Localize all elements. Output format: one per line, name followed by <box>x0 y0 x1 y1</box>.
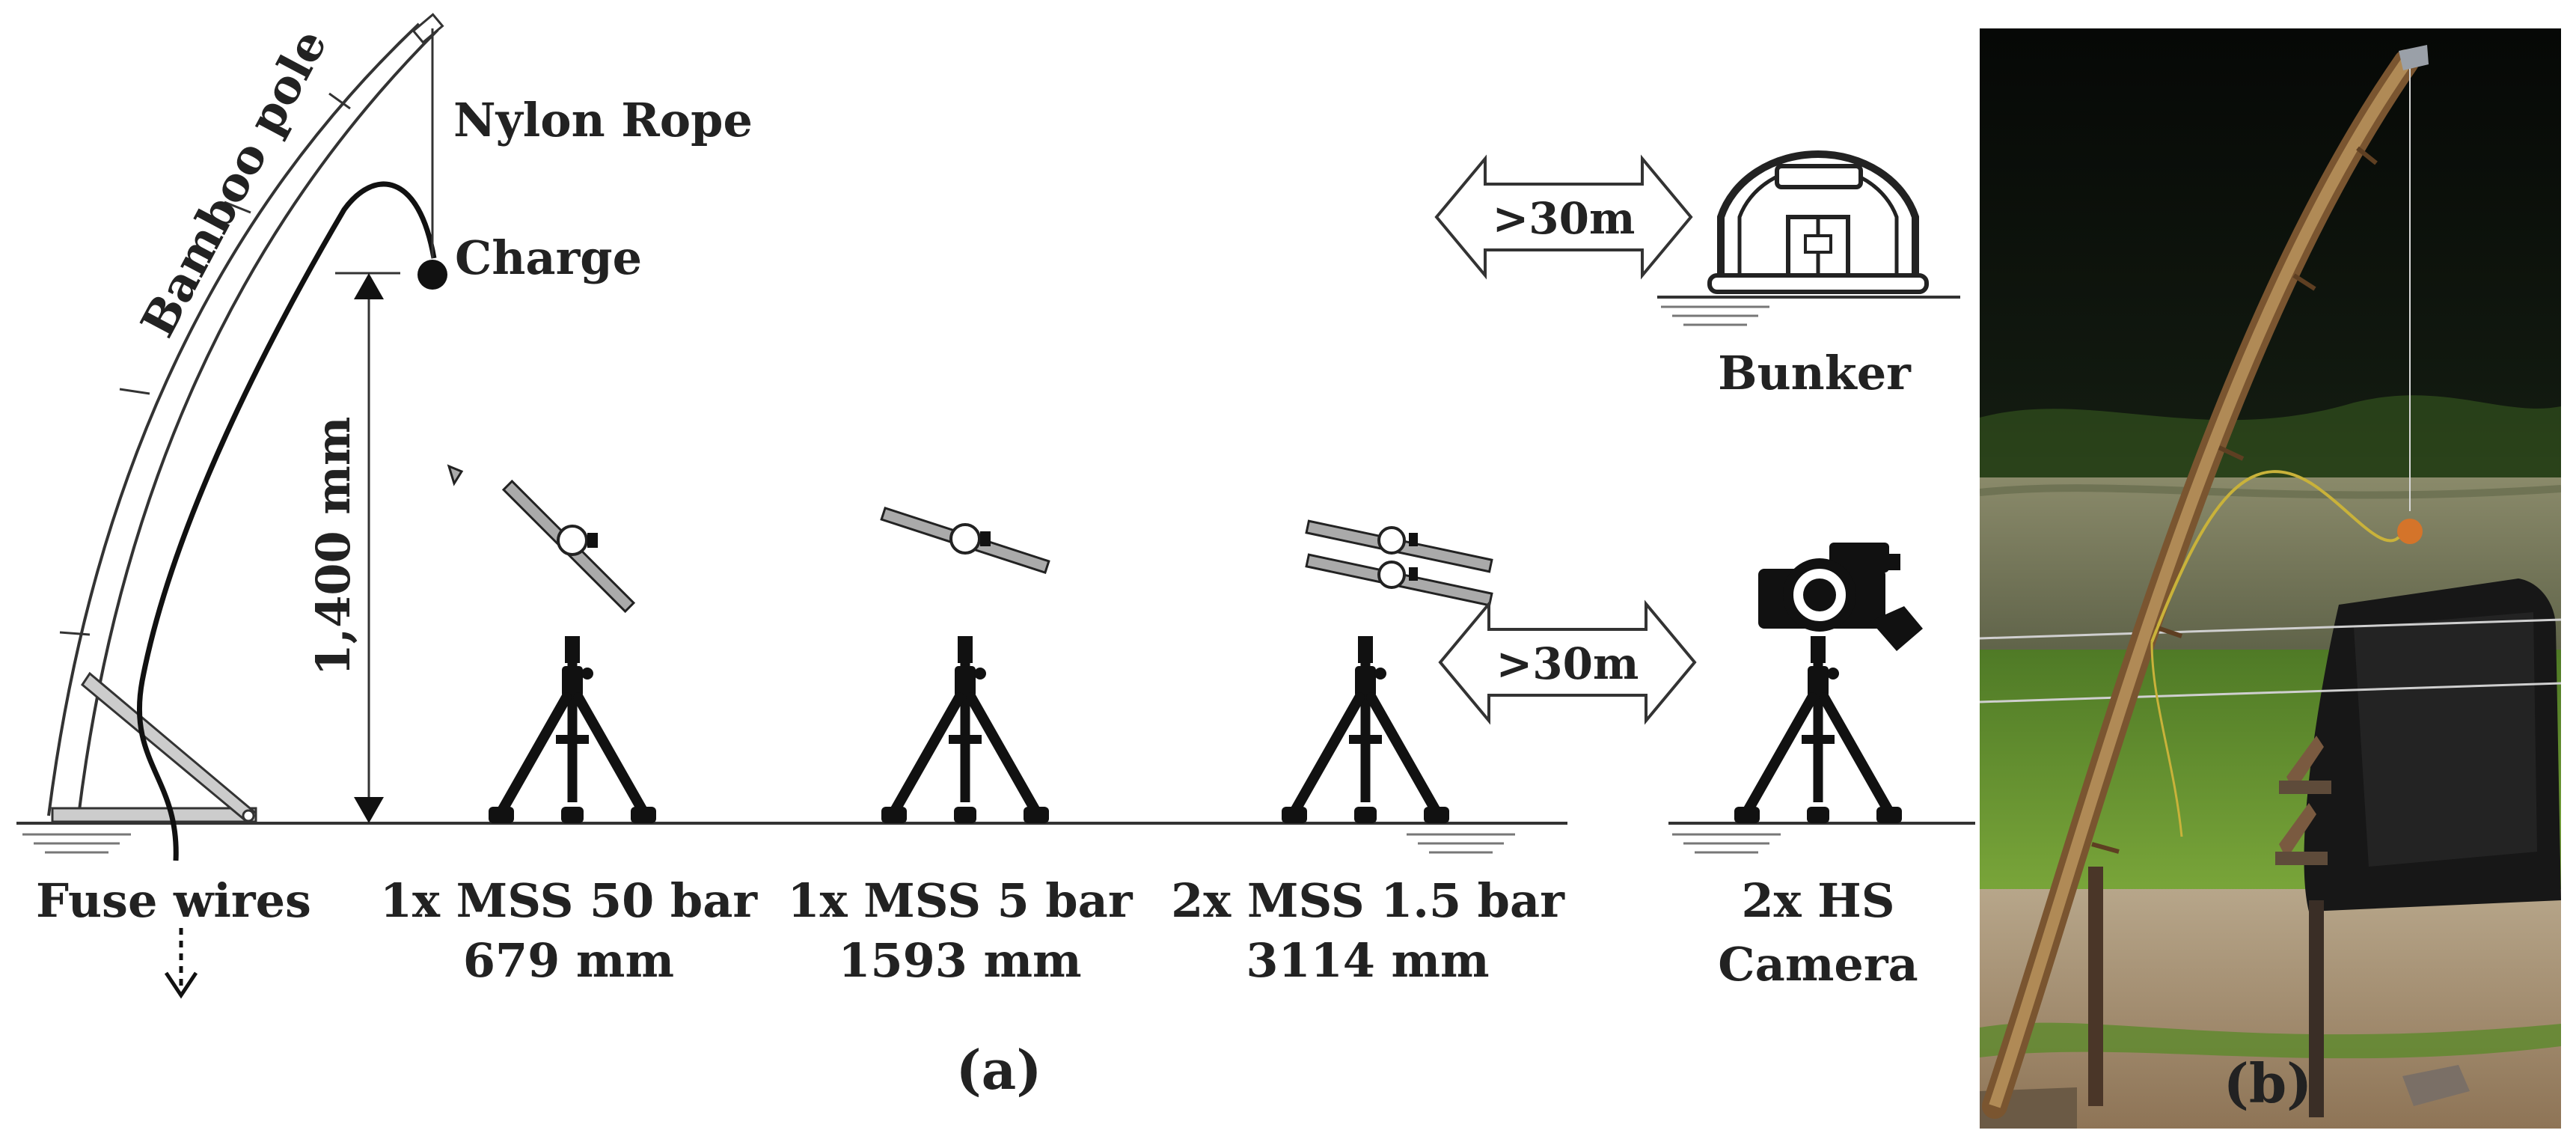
camera-icon <box>1758 543 1923 651</box>
bamboo-pole <box>47 13 444 816</box>
gauge-2-distance: 1593 mm <box>838 933 1081 988</box>
height-dimension <box>335 272 400 823</box>
panel-b-label: (b) <box>2224 1051 2312 1115</box>
bunker-label: Bunker <box>1718 346 1912 400</box>
camera-label-line2: Camera <box>1718 937 1918 992</box>
camera-tripod <box>1734 636 1902 823</box>
pole-support-brace <box>51 671 257 824</box>
gauge-2-type: 1x MSS 5 bar <box>787 873 1133 928</box>
camera-label-line1: 2x HS <box>1741 873 1894 928</box>
field-photo: (b) <box>1980 28 2561 1129</box>
gauge-tripod-3 <box>1282 519 1493 823</box>
charge-label: Charge <box>455 230 642 285</box>
ground-line <box>16 296 1975 854</box>
gauge-3-type: 2x MSS 1.5 bar <box>1171 873 1565 928</box>
gauge-tripod-1 <box>447 464 656 823</box>
charge <box>417 260 447 290</box>
distance-bunker-label: >30m <box>1493 193 1636 244</box>
gauge-3-distance: 3114 mm <box>1246 933 1489 988</box>
fuse-wire <box>136 181 437 999</box>
gauge-1-type: 1x MSS 50 bar <box>380 873 758 928</box>
distance-arrow-camera <box>1438 599 1697 725</box>
distance-arrow-bunker <box>1434 154 1693 280</box>
gauge-tripod-2 <box>881 506 1049 823</box>
panel-a-label: (a) <box>956 1038 1042 1102</box>
gauge-1-distance: 679 mm <box>463 933 674 988</box>
pole-label: Bamboo pole <box>130 20 337 346</box>
bunker-icon <box>1707 150 1929 294</box>
height-label: 1,400 mm <box>306 417 361 677</box>
fuse-label: Fuse wires <box>36 873 311 928</box>
distance-camera-label: >30m <box>1496 638 1639 689</box>
rope-label: Nylon Rope <box>453 93 753 147</box>
